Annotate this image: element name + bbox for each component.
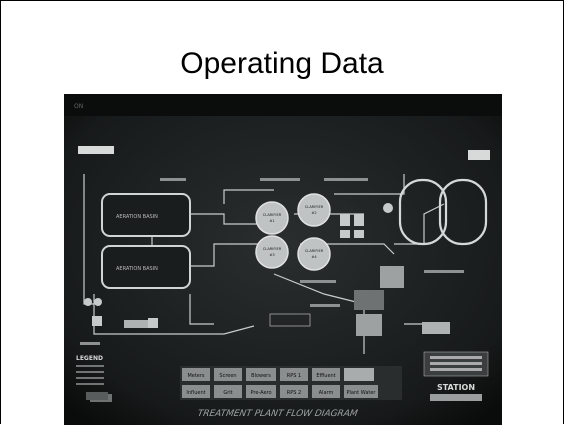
clarifier-2-label: CLARIFIER — [305, 205, 324, 209]
screen-button[interactable] — [214, 368, 242, 381]
effluent-button-label: Effluent — [316, 373, 335, 379]
control-box-2 — [422, 322, 450, 334]
scada-screen-photo: ON AERATION BASIN AERATION BASIN — [64, 94, 502, 425]
legend-title: LEGEND — [76, 355, 103, 362]
aeration-basin-label-1: AERATION BASIN — [116, 214, 158, 220]
info-panel: STATION — [423, 351, 489, 401]
influent-button[interactable] — [182, 385, 210, 398]
button-panel: Meters Screen Blowers RPS 1 Effluent Inf… — [180, 366, 402, 400]
screen-button-label: Screen — [219, 373, 236, 379]
alarm-button-label: Alarm — [319, 390, 334, 396]
plant-flow-diagram: ON AERATION BASIN AERATION BASIN — [64, 94, 502, 425]
clarifiers — [255, 193, 331, 271]
oxidation-ditches — [398, 178, 488, 246]
button-row-1: Meters Screen Blowers RPS 1 Effluent — [182, 368, 374, 381]
clarifier-3-number: #3 — [269, 253, 274, 257]
clarifier-2 — [297, 193, 331, 227]
clarifier-1 — [255, 201, 289, 235]
flow-diagram-banner: TREATMENT PLANT FLOW DIAGRAM — [197, 409, 359, 419]
equipment-blocks — [84, 203, 404, 336]
clarifier-1-number: #1 — [269, 219, 274, 223]
clarifier-4-number: #4 — [311, 255, 317, 259]
grit-button[interactable] — [214, 385, 242, 398]
clarifier-3 — [255, 235, 289, 269]
plant-water-button[interactable] — [344, 385, 378, 398]
blowers-button-label: Blowers — [251, 373, 271, 379]
pre-aero-button[interactable] — [246, 385, 276, 398]
blowers-button[interactable] — [246, 368, 276, 381]
aeration-basin-label-2: AERATION BASIN — [116, 266, 158, 272]
clarifier-4-label: CLARIFIER — [305, 249, 324, 253]
screen-corner-box — [468, 150, 490, 160]
slide-title: Operating Data — [180, 47, 384, 80]
effluent-button[interactable] — [312, 368, 340, 381]
svg-text:ON: ON — [74, 103, 83, 110]
clarifier-3-label: CLARIFIER — [263, 247, 282, 251]
aeration-basins — [101, 193, 191, 289]
button-row-2: Influent Grit Pre-Aero RPS 2 Alarm Plant… — [182, 385, 378, 398]
grit-button-label: Grit — [223, 390, 232, 396]
small-dark-box — [86, 392, 108, 400]
clarifier-2-number: #2 — [311, 211, 316, 215]
control-box-3 — [124, 320, 148, 328]
alarm-button[interactable] — [312, 385, 340, 398]
rps2-button-label: RPS 2 — [287, 390, 301, 396]
meters-button-label: Meters — [187, 373, 204, 379]
influent-button-label: Influent — [186, 390, 205, 396]
station-label: STATION — [437, 383, 475, 392]
control-box-1 — [269, 313, 311, 327]
rps1-button-label: RPS 1 — [287, 373, 301, 379]
rps1-button[interactable] — [280, 368, 308, 381]
clarifier-4 — [297, 237, 331, 271]
screen-label-box — [78, 146, 114, 154]
meters-button[interactable] — [182, 368, 210, 381]
clarifier-1-label: CLARIFIER — [263, 213, 282, 217]
blank-button[interactable] — [344, 368, 374, 381]
pre-aero-button-label: Pre-Aero — [250, 390, 271, 396]
plant-water-button-label: Plant Water — [347, 390, 377, 396]
rps2-button[interactable] — [280, 385, 308, 398]
